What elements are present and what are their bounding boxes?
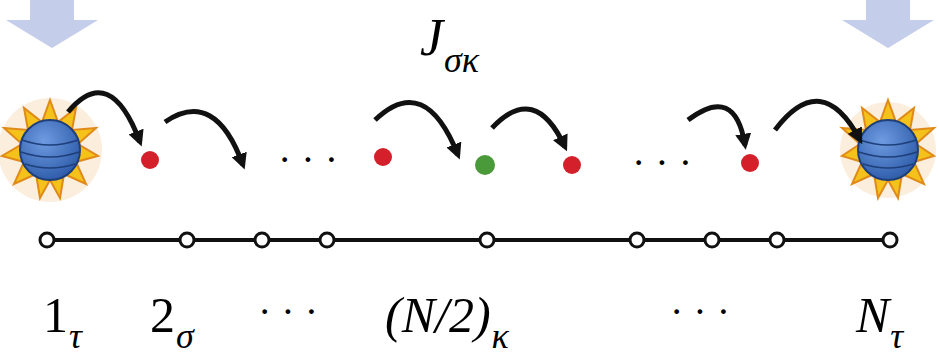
site-subscript: κ	[492, 318, 509, 354]
ellipsis: · · ·	[278, 140, 338, 180]
site-subscript: τ	[890, 318, 903, 354]
lattice-sites	[40, 233, 897, 247]
red-site	[741, 154, 759, 172]
coupling-subscript: σκ	[444, 42, 479, 78]
red-site	[374, 148, 392, 166]
site-index: (N/2)	[385, 290, 491, 340]
site-subscript: σ	[176, 318, 194, 354]
site-index: 1	[43, 290, 68, 340]
red-site	[141, 151, 159, 169]
coupling-symbol: J	[420, 12, 443, 64]
pump-arrow	[6, 0, 98, 48]
green-site	[475, 155, 495, 175]
site-index: N	[856, 290, 889, 340]
site-subscript: τ	[69, 318, 82, 354]
ellipsis: · · ·	[632, 143, 692, 183]
pump-arrow	[842, 0, 934, 48]
ellipsis: · · ·	[670, 292, 730, 332]
red-site	[563, 156, 581, 174]
lattice-line	[47, 238, 890, 242]
hopping-arrows	[68, 93, 860, 165]
site-index: 2	[150, 290, 175, 340]
emitter-sphere	[840, 100, 936, 198]
emitter-sphere	[0, 98, 102, 202]
ellipsis: · · ·	[258, 292, 318, 332]
